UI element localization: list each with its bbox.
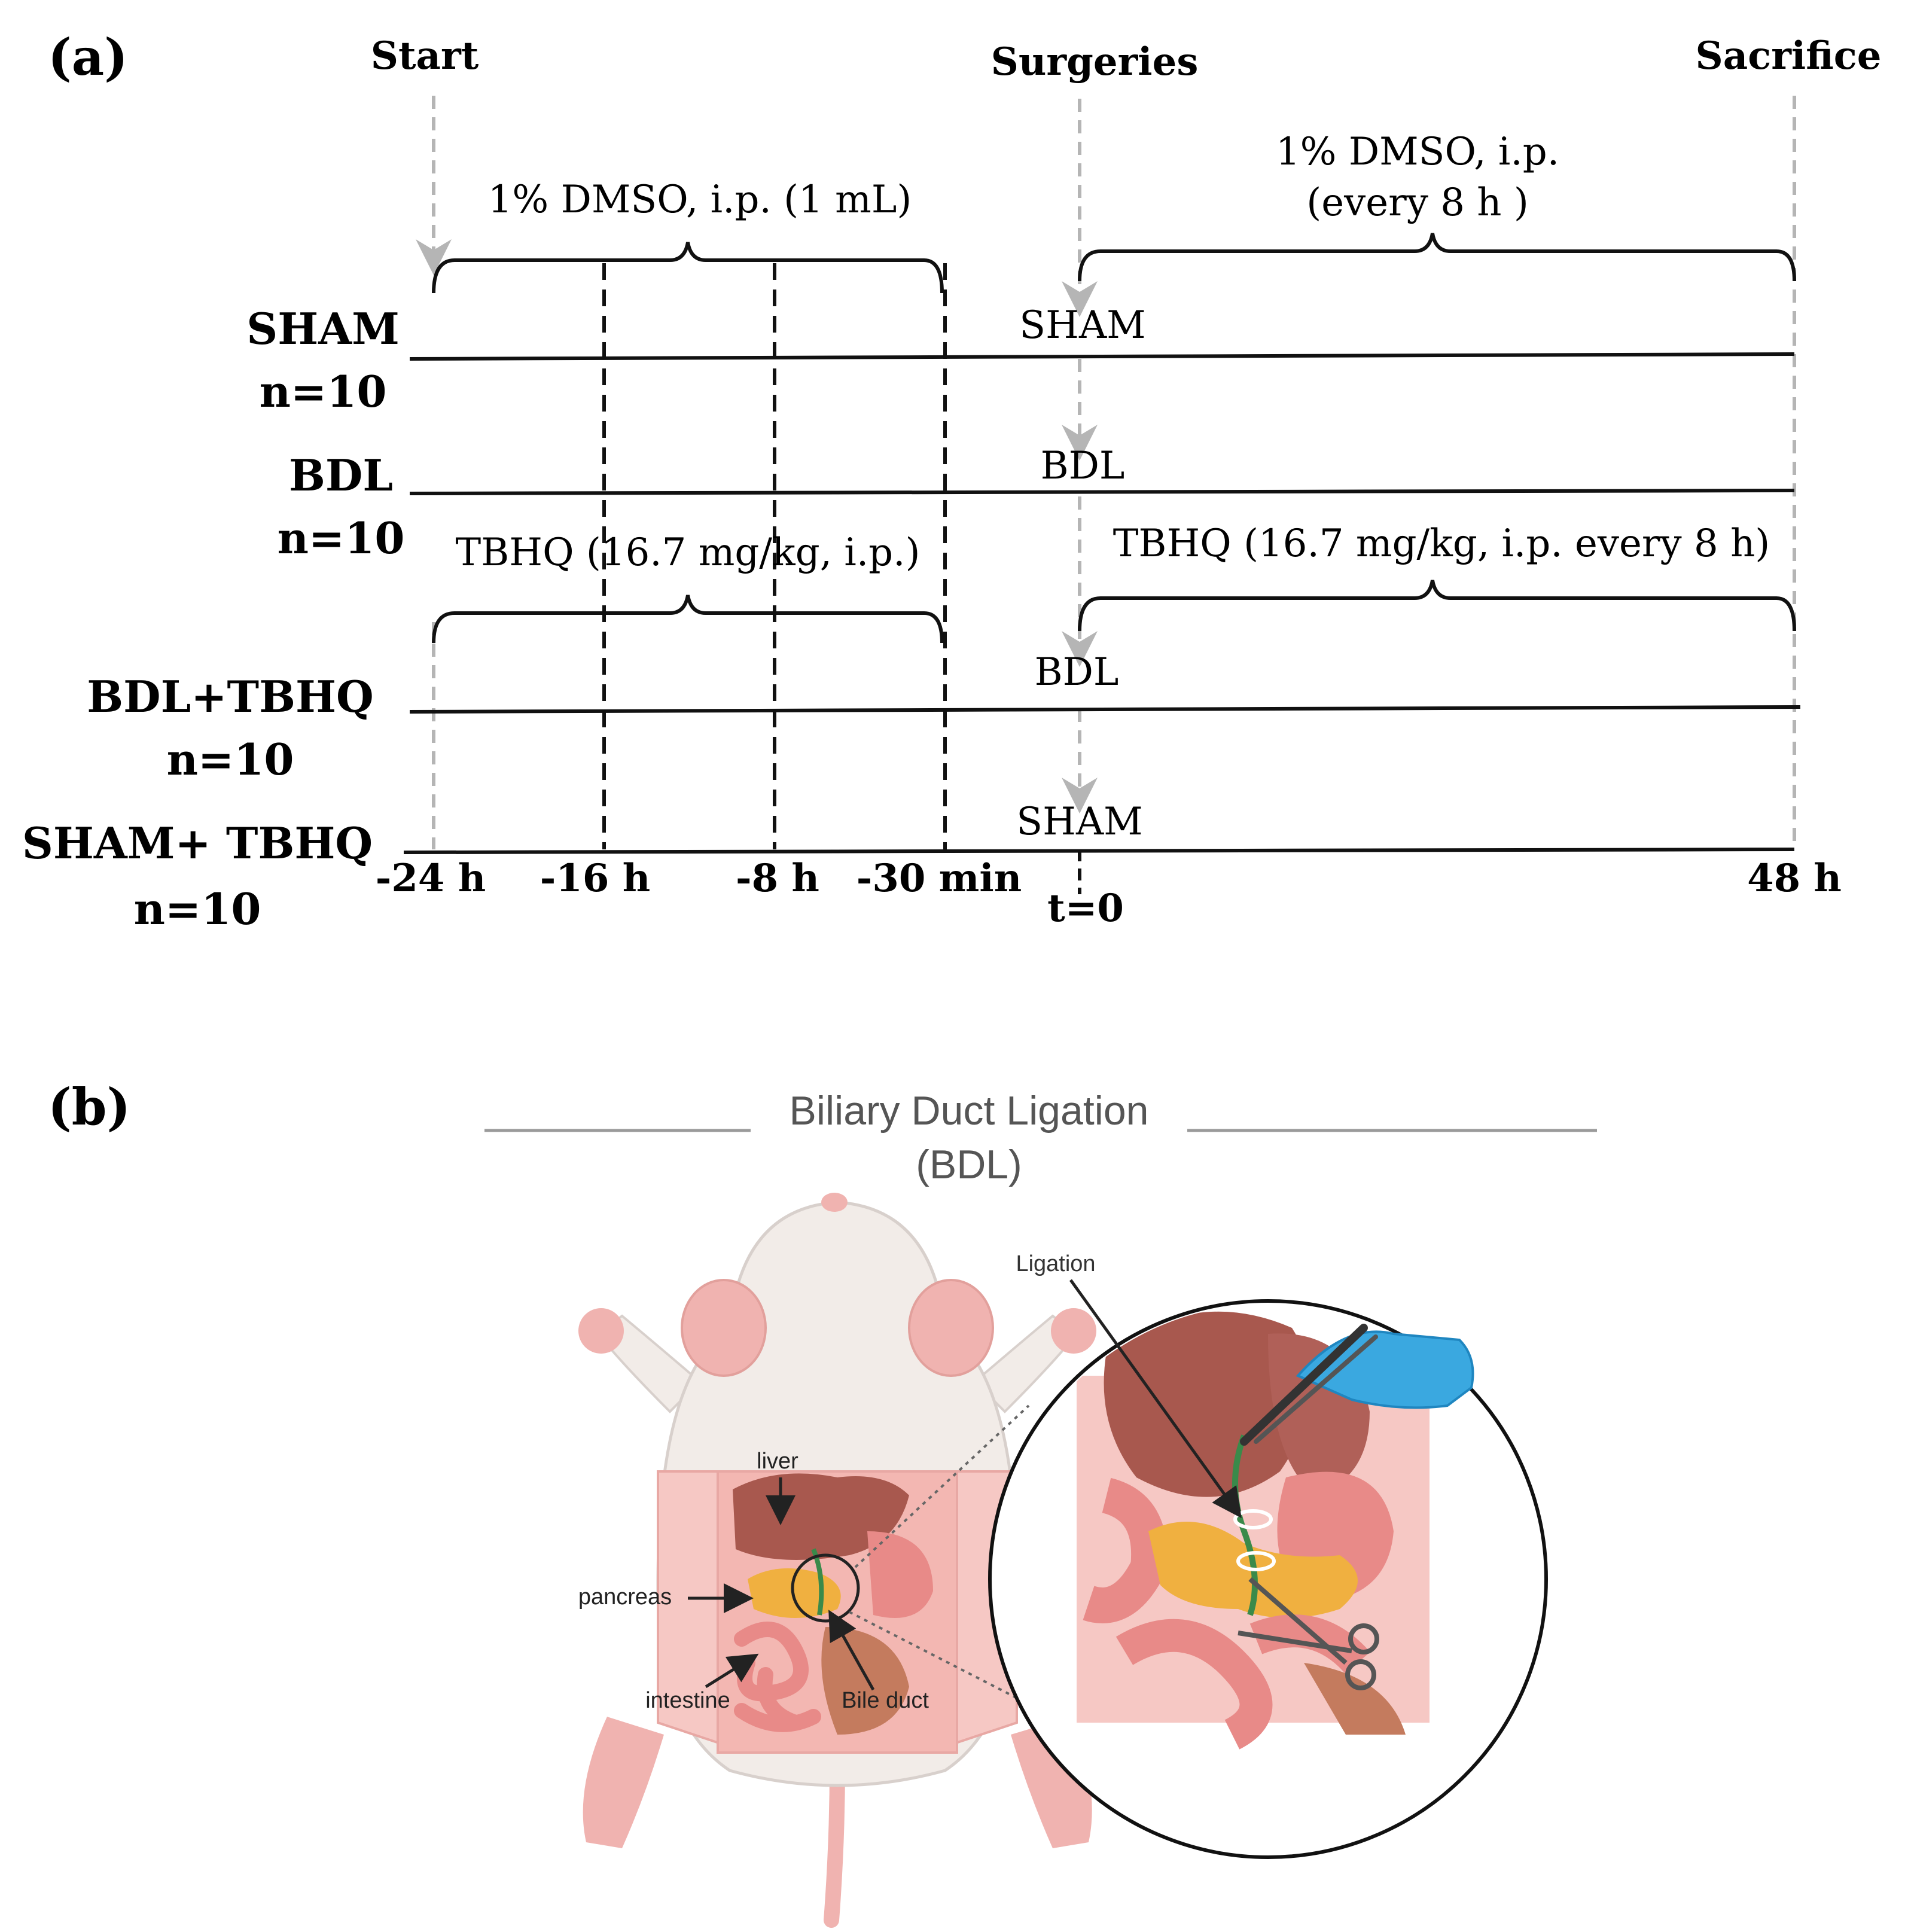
rat-illustration <box>578 1193 1096 1928</box>
magnified-view: Ligation <box>988 1251 1548 1859</box>
tick-label: -8 h <box>736 856 819 901</box>
post-dmso-label-1: 1% DMSO, i.p. <box>1276 130 1559 174</box>
liver-organ <box>733 1473 909 1560</box>
ligation-annotation: Ligation <box>1016 1251 1095 1276</box>
pancreas-annotation: pancreas <box>578 1584 672 1610</box>
brace-post-dmso <box>1078 233 1796 282</box>
tick-label: -16 h <box>540 856 650 901</box>
brace-pre-tbhq <box>432 595 944 644</box>
timeline-sham <box>409 352 1795 361</box>
surgery-label-bdl-tbhq: BDL <box>1035 650 1119 694</box>
panel-b-label: (b) <box>48 1077 130 1136</box>
surgery-label-bdl: BDL <box>1041 444 1125 488</box>
pre-dmso-label: 1% DMSO, i.p. (1 mL) <box>488 178 912 222</box>
brace-post-tbhq <box>1078 580 1796 632</box>
intestine-annotation: intestine <box>645 1688 730 1713</box>
tick-label: 48 h <box>1747 856 1842 901</box>
group-name-sham-tbhq: SHAM+ TBHQ <box>22 818 373 869</box>
bile-duct-annotation: Bile duct <box>842 1688 929 1713</box>
timeline-bdl <box>409 489 1795 495</box>
gloved-hand <box>1240 1324 1474 1446</box>
tick-label: t=0 <box>1047 886 1124 931</box>
panel-a: (a) Start Surgeries Sacrifice 1% DMSO, i… <box>22 28 1882 934</box>
intestine-pointer <box>705 1653 759 1689</box>
intestine-organ <box>734 1622 821 1732</box>
pre-tbhq-label: TBHQ (16.7 mg/kg, i.p.) <box>456 531 921 575</box>
panel-b: (b) Biliary Duct Ligation (BDL) <box>48 1077 1597 1928</box>
group-n-bdl: n=10 <box>278 513 405 563</box>
ligated-duct <box>1232 1434 1258 1616</box>
tick-label: -24 h <box>376 856 486 901</box>
panel-a-label: (a) <box>48 28 128 87</box>
group-n-sham-tbhq: n=10 <box>134 883 261 934</box>
group-n-bdl-tbhq: n=10 <box>167 734 294 785</box>
scissors <box>1238 1577 1379 1690</box>
bdl-title: Biliary Duct Ligation <box>790 1088 1149 1133</box>
group-name-bdl-tbhq: BDL+TBHQ <box>87 671 373 722</box>
surgery-label-sham: SHAM <box>1019 303 1145 348</box>
sacrifice-label: Sacrifice <box>1696 33 1882 78</box>
surgery-label-sham-tbhq: SHAM <box>1016 800 1142 844</box>
ligation-pointer <box>1069 1279 1242 1519</box>
post-dmso-label-2: (every 8 h ) <box>1306 181 1529 225</box>
start-label: Start <box>371 33 479 78</box>
group-name-bdl: BDL <box>289 450 393 501</box>
liver-annotation: liver <box>757 1449 798 1474</box>
timeline-sham-tbhq <box>403 848 1795 854</box>
group-n-sham: n=10 <box>260 366 387 417</box>
timeline-bdl-tbhq <box>409 705 1801 714</box>
brace-pre-dmso <box>432 242 944 294</box>
bdl-title-abbr: (BDL) <box>916 1142 1022 1187</box>
group-name-sham: SHAM <box>246 303 400 354</box>
post-tbhq-label: TBHQ (16.7 mg/kg, i.p. every 8 h) <box>1113 522 1770 566</box>
tick-label: -30 min <box>857 856 1022 901</box>
bile-duct-pointer <box>828 1610 875 1691</box>
surgeries-label: Surgeries <box>991 39 1199 84</box>
